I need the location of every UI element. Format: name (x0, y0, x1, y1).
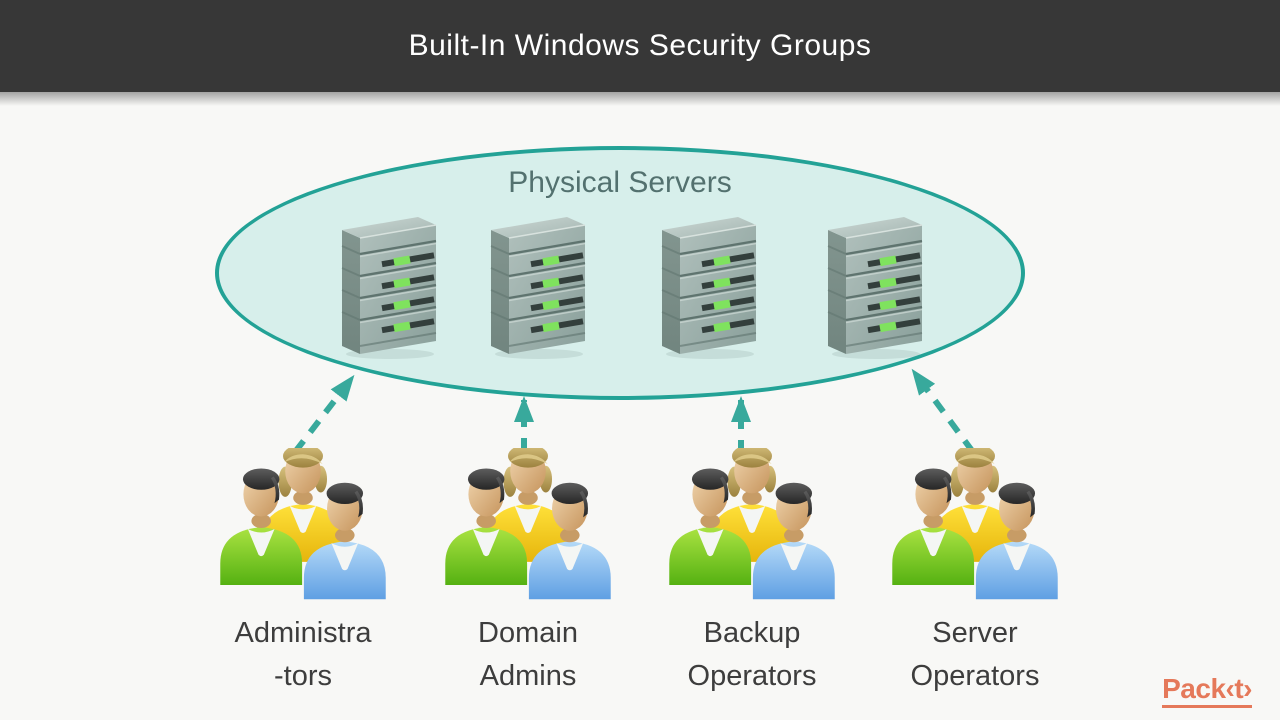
user-group-icon (214, 448, 392, 601)
group-label-domain-admins: Domain Admins (478, 612, 578, 698)
group-label-line1: Domain (478, 617, 578, 649)
packt-logo: Pack‹t› (1162, 673, 1252, 708)
group-label-administrators: Administra -tors (235, 612, 372, 698)
security-group-domain-admins: Domain Admins (416, 448, 640, 698)
group-label-server-operators: Server Operators (911, 612, 1040, 698)
group-label-line2: Admins (479, 660, 577, 692)
security-group-backup-operators: Backup Operators (640, 448, 864, 698)
group-label-backup-operators: Backup Operators (688, 612, 817, 698)
arrow-administrators (292, 374, 355, 454)
title-bar: Built-In Windows Security Groups (0, 0, 1280, 106)
group-label-line1: Server (932, 617, 1018, 649)
user-group-icon (439, 448, 617, 601)
server-icon (656, 208, 760, 360)
group-label-line2: Operators (910, 660, 1040, 692)
server-icon (485, 208, 589, 360)
slide-title: Built-In Windows Security Groups (408, 29, 872, 62)
group-label-line2: -tors (274, 660, 332, 692)
arrow-server-operators (911, 368, 976, 454)
group-label-line2: Operators (687, 660, 817, 692)
server-icon (336, 208, 440, 360)
security-group-server-operators: Server Operators (863, 448, 1087, 698)
user-group-icon (663, 448, 841, 601)
physical-servers-label: Physical Servers (508, 166, 732, 199)
server-icon (822, 208, 926, 360)
group-label-line1: Backup (703, 617, 801, 649)
user-group-icon (886, 448, 1064, 601)
security-group-administrators: Administra -tors (191, 448, 415, 698)
group-label-line1: Administra (234, 617, 372, 649)
